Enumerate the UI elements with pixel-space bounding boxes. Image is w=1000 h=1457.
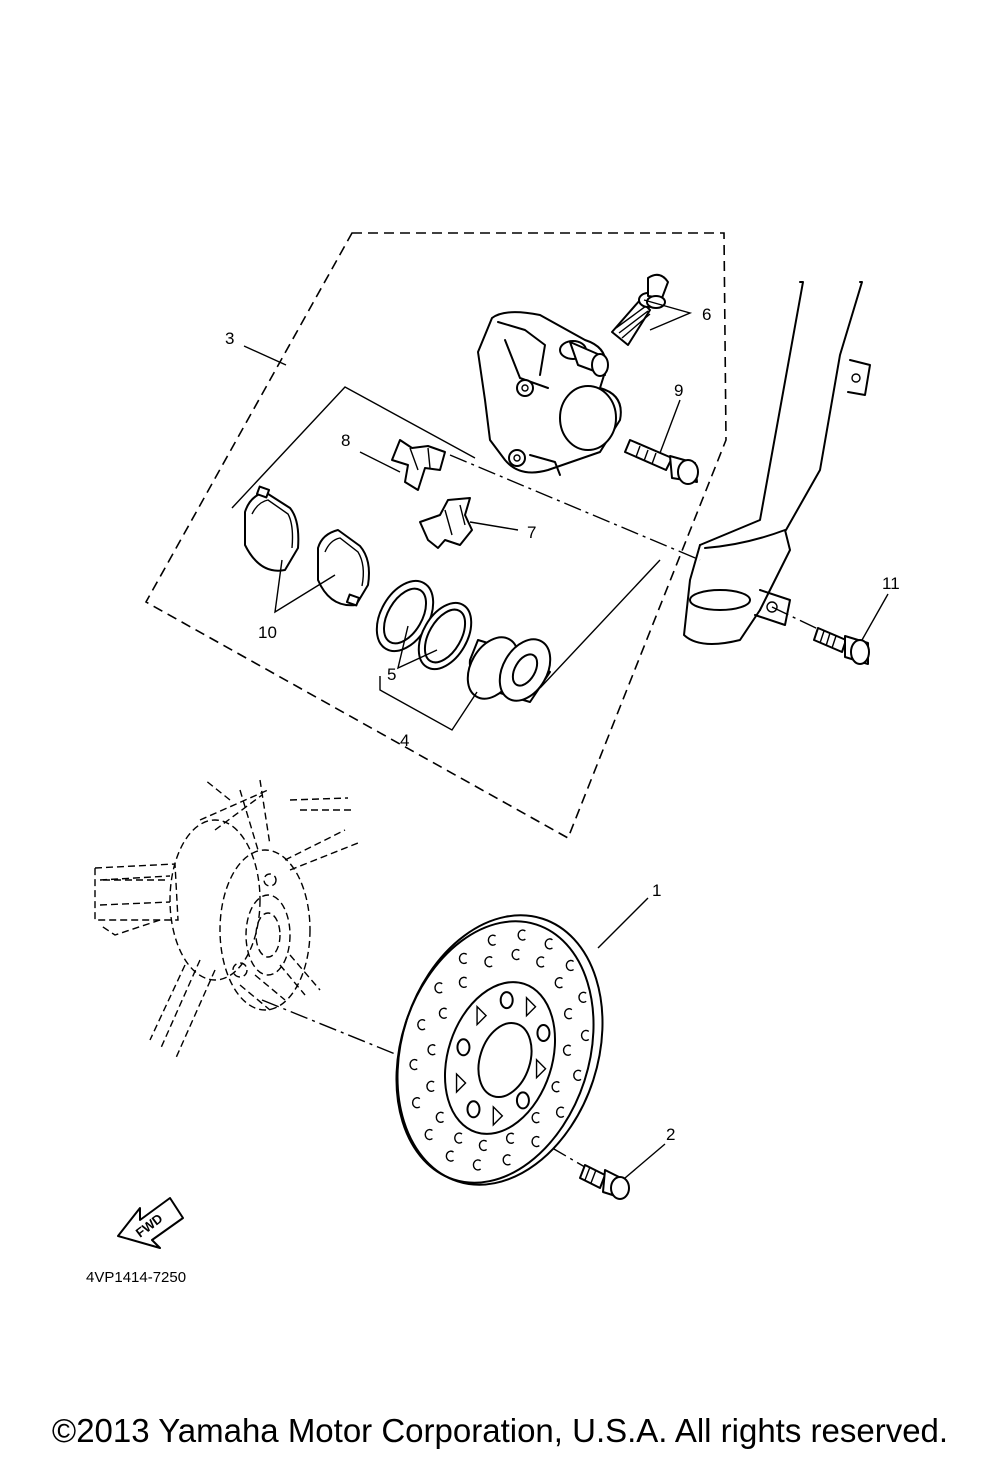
axis-caliper-fork <box>449 454 701 561</box>
caliper-body <box>477 311 622 476</box>
disc-vent-hole <box>502 1154 511 1166</box>
disc-vent-hole <box>511 948 520 961</box>
piston-seals <box>375 579 473 671</box>
pad-kit-boundary-right <box>539 559 661 689</box>
callout-9: 9 <box>674 381 683 400</box>
disc-vent-hole <box>536 956 545 968</box>
leader-9 <box>659 399 681 454</box>
disc-mount-hole <box>499 991 514 1010</box>
disc-lightening-slot <box>492 1105 504 1127</box>
leader-4 <box>379 676 478 731</box>
caliper-assembly-boundary <box>144 232 727 840</box>
leader-7 <box>469 521 519 531</box>
callout-10: 10 <box>258 623 277 642</box>
disc-vent-hole <box>484 956 493 968</box>
disc-vent-hole <box>580 1029 590 1042</box>
disc-lightening-slot <box>525 996 537 1018</box>
disc-vent-hole <box>531 1111 540 1124</box>
disc-vent-hole <box>417 1018 426 1031</box>
wheel-hub-phantom <box>94 779 359 1061</box>
drawing-code: 4VP1414-7250 <box>86 1269 186 1286</box>
callout-8: 8 <box>341 431 350 450</box>
disc-vent-hole <box>562 1044 572 1056</box>
disc-vent-hole <box>472 1159 482 1171</box>
disc-vent-hole <box>435 1111 444 1123</box>
disc-vent-hole <box>554 977 563 989</box>
copyright-notice: ©2013 Yamaha Motor Corporation, U.S.A. A… <box>52 1412 948 1449</box>
disc-vent-hole <box>445 1150 454 1162</box>
callout-4: 4 <box>400 731 409 750</box>
leader-2 <box>624 1143 666 1179</box>
disc-bolt <box>579 1164 630 1200</box>
disc-vent-hole <box>565 959 575 972</box>
pad-kit-boundary <box>231 386 476 509</box>
disc-vent-hole <box>487 934 497 946</box>
leader-11 <box>861 593 889 641</box>
disc-vent-hole <box>573 1069 582 1082</box>
disc-vent-hole <box>555 1106 565 1118</box>
disc-mount-hole <box>515 1091 530 1110</box>
disc-vent-hole <box>458 976 468 989</box>
disc-mount-hole <box>456 1038 471 1057</box>
disc-vent-hole <box>426 1080 435 1092</box>
disc-vent-hole <box>424 1128 433 1141</box>
leader-8 <box>359 451 401 473</box>
callout-1: 1 <box>652 881 661 900</box>
disc-vent-hole <box>531 1135 540 1148</box>
disc-vent-hole <box>505 1132 515 1144</box>
callout-11: 11 <box>882 574 900 593</box>
disc-vent-hole <box>427 1044 436 1056</box>
disc-mount-hole <box>536 1023 551 1042</box>
disc-vent-hole <box>411 1097 421 1109</box>
caliper-piston <box>466 636 552 703</box>
brake-disc <box>395 914 604 1186</box>
disc-vent-hole <box>478 1139 488 1152</box>
disc-vent-hole <box>578 991 587 1003</box>
disc-lightening-slot <box>455 1072 467 1094</box>
callout-6: 6 <box>702 305 711 324</box>
callout-7: 7 <box>527 523 536 542</box>
disc-vent-hole <box>434 982 443 994</box>
fwd-arrow-icon: FWD <box>117 1197 184 1249</box>
front-fork-leg <box>683 281 871 645</box>
guide-pin-bolt <box>624 439 699 485</box>
disc-lightening-slot <box>476 1004 488 1027</box>
disc-vent-hole <box>517 929 526 941</box>
axis-bolt-11 <box>771 606 821 631</box>
disc-vent-hole <box>544 938 553 950</box>
callout-2: 2 <box>666 1125 675 1144</box>
disc-mount-hole <box>466 1100 481 1119</box>
leader-10 <box>274 559 336 614</box>
leader-5 <box>396 625 438 670</box>
leader-1 <box>597 897 649 949</box>
disc-vent-hole <box>409 1058 418 1071</box>
callout-3: 3 <box>225 329 234 348</box>
pad-spring-7 <box>419 497 473 549</box>
leader-3 <box>243 345 287 366</box>
disc-vent-hole <box>551 1081 560 1093</box>
disc-lightening-slot <box>535 1058 547 1080</box>
caliper-bolt <box>813 627 870 665</box>
axis-disc-hub <box>261 999 411 1061</box>
brake-pad-right <box>317 529 370 607</box>
pad-spring-8 <box>391 439 446 491</box>
bleed-screw-set <box>611 273 669 346</box>
disc-vent-hole <box>563 1008 573 1020</box>
brake-pad-left <box>244 485 300 572</box>
leader-6 <box>643 299 693 331</box>
disc-vent-hole <box>458 952 468 965</box>
callout-5: 5 <box>387 665 396 684</box>
disc-vent-hole <box>454 1132 463 1144</box>
disc-vent-hole <box>438 1007 448 1019</box>
